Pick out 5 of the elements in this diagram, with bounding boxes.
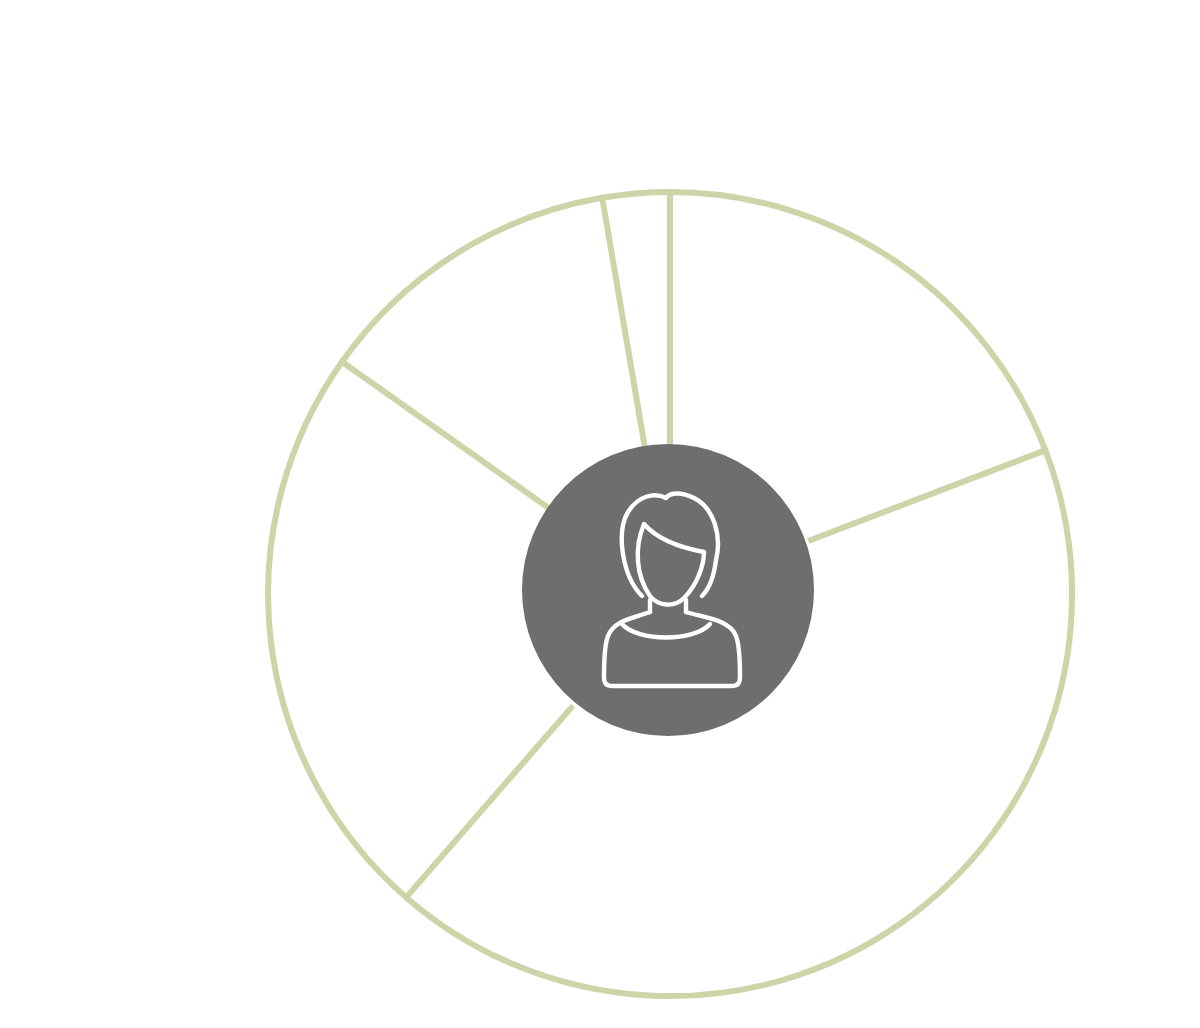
pie-sector bbox=[265, 360, 576, 901]
pie-sector bbox=[339, 194, 603, 511]
pie-sector bbox=[599, 189, 671, 449]
pie-sector bbox=[404, 447, 1075, 999]
pie-sector bbox=[667, 189, 1049, 452]
